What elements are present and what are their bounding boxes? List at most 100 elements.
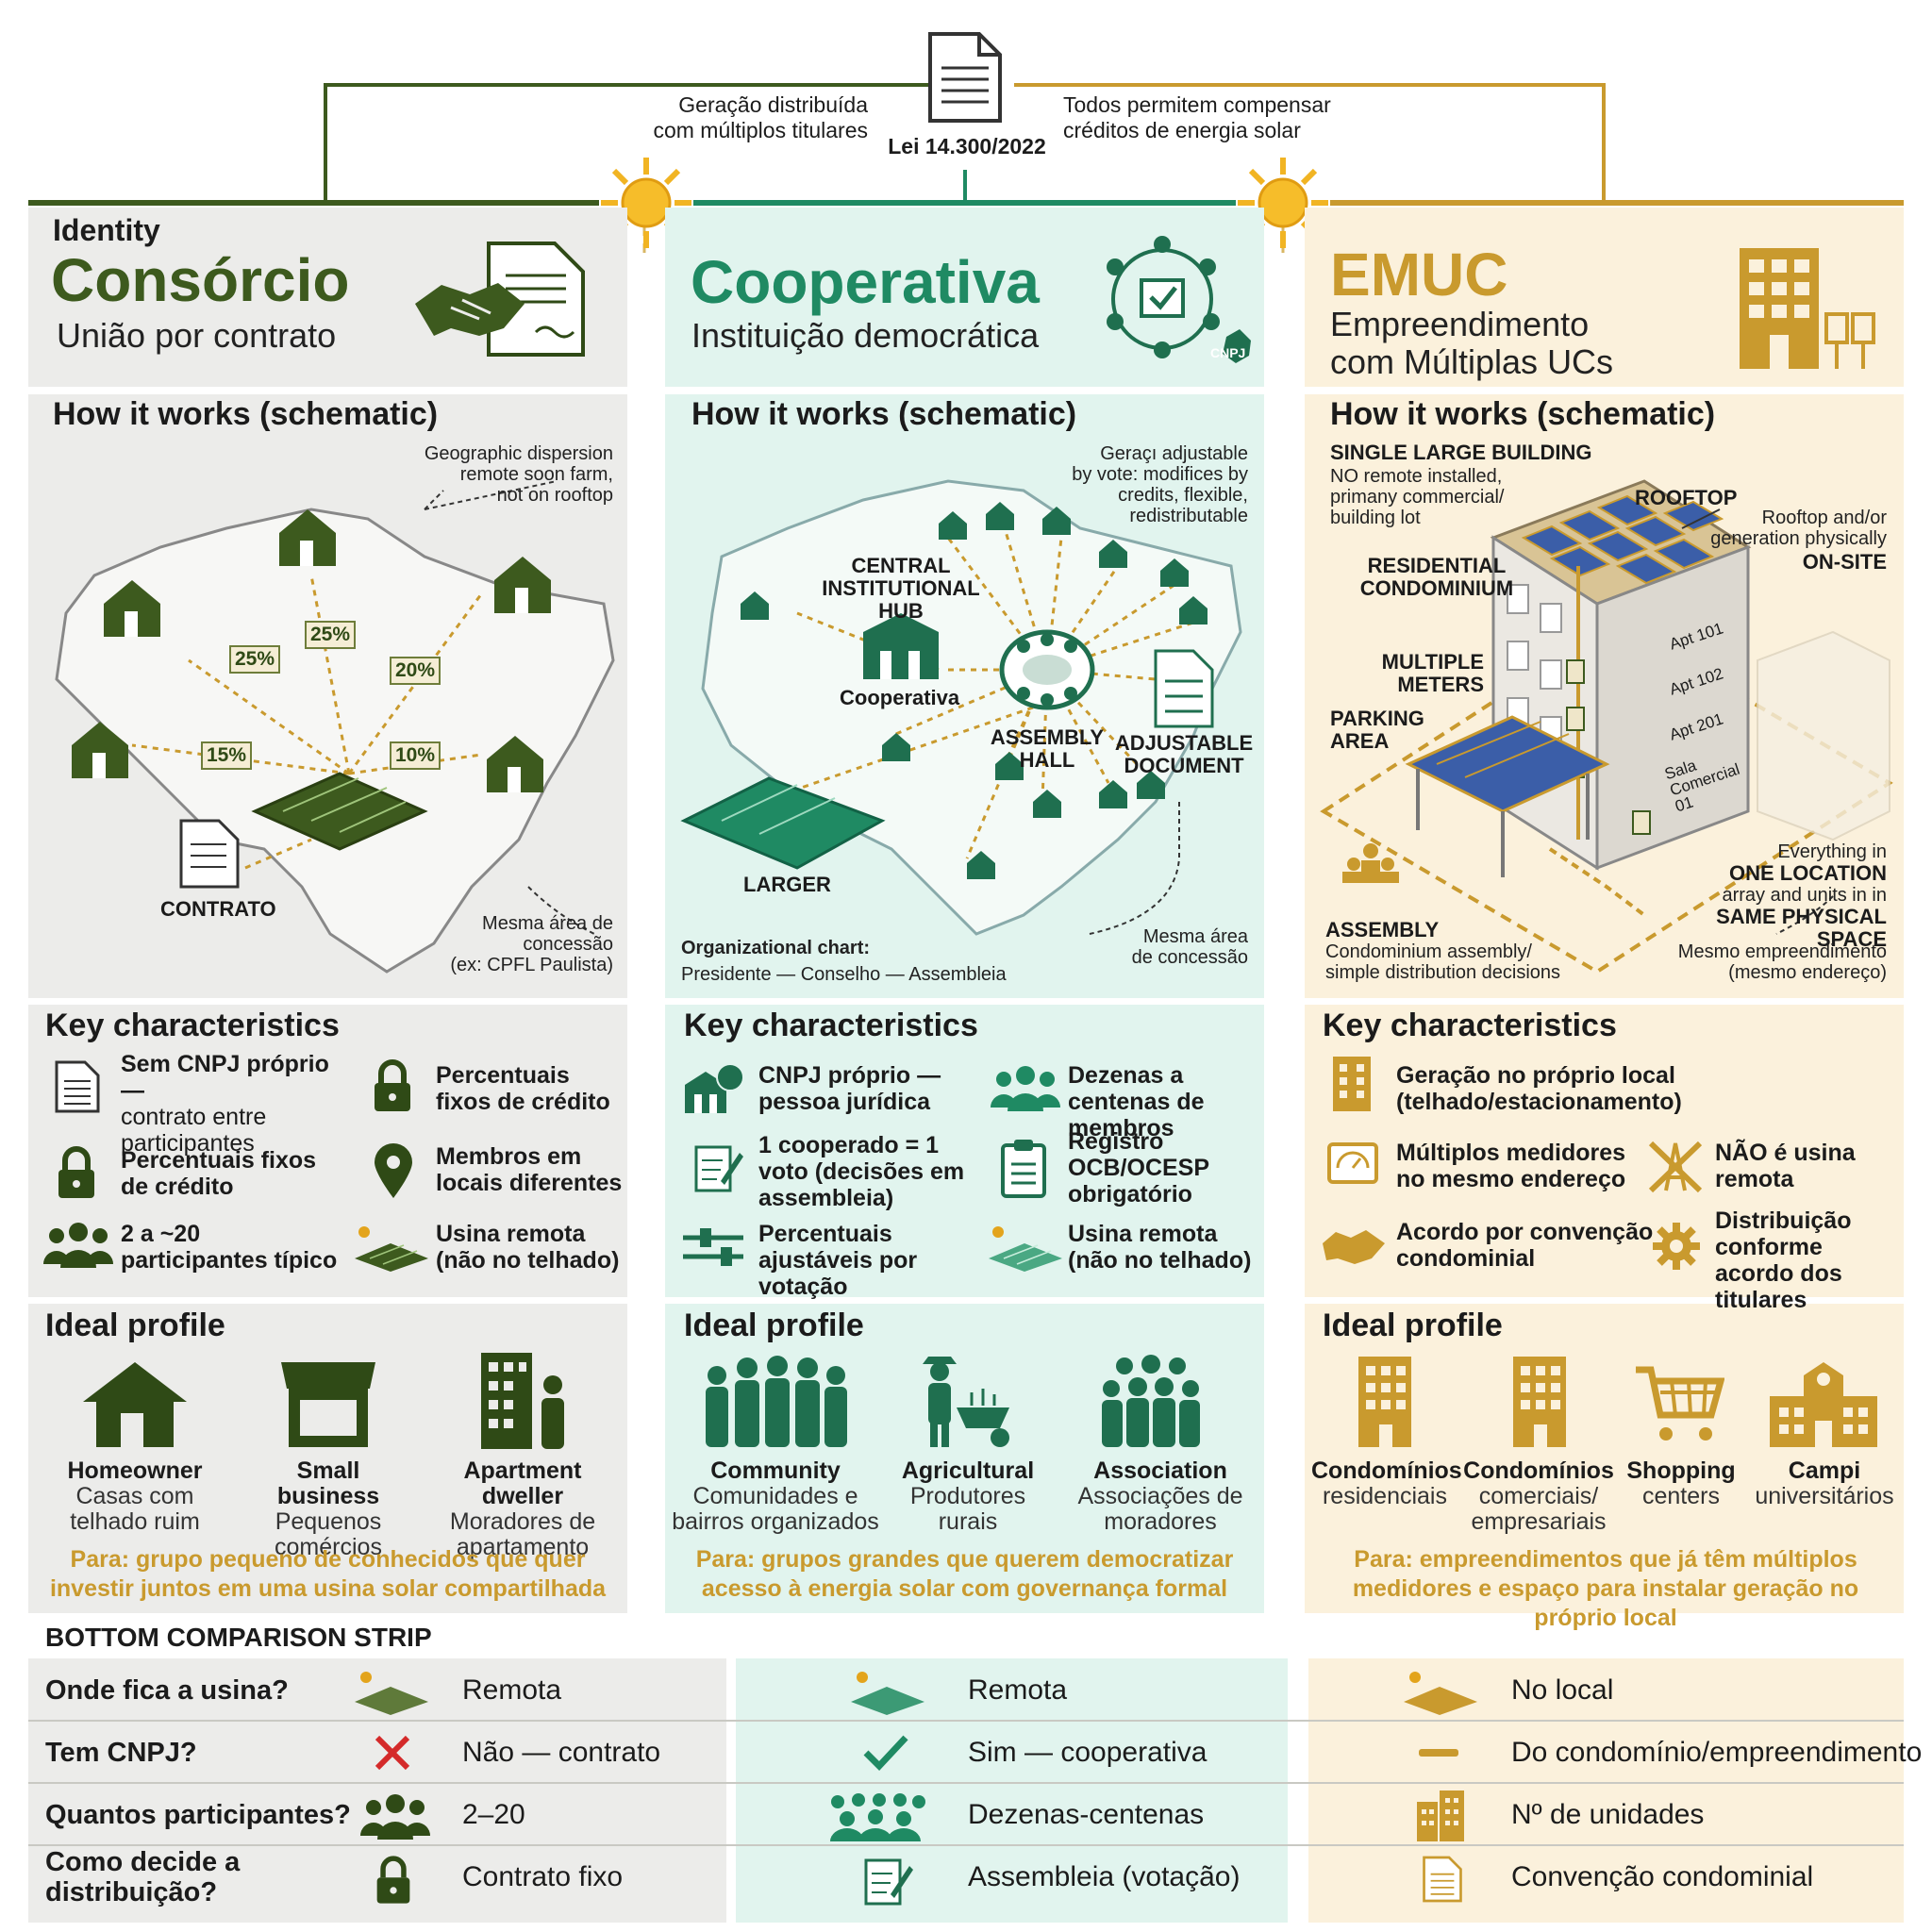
emuc-assembly-label: ASSEMBLY: [1325, 918, 1440, 941]
comparison-answer: Não — contrato: [462, 1737, 661, 1768]
cross-icon: [375, 1735, 410, 1771]
document-icon: [1423, 1856, 1462, 1903]
shop-icon: [281, 1362, 375, 1447]
consorcio-note-top: Geographic dispersion remote soon farm, …: [424, 443, 613, 506]
adjustable-document-label: ADJUSTABLE DOCUMENT: [1114, 731, 1254, 777]
key-item: 1 cooperado = 1 voto (decisões em assemb…: [758, 1132, 965, 1211]
comparison-title: BOTTOM COMPARISON STRIP: [45, 1623, 432, 1652]
residential-label: RESIDENTIAL CONDOMINIUM: [1359, 554, 1514, 600]
hub-label: CENTRAL INSTITUTIONAL HUB: [822, 554, 980, 623]
solar-farm-icon: [989, 1226, 1062, 1272]
document-icon: [55, 1060, 100, 1113]
comparison-question: Tem CNPJ?: [45, 1738, 197, 1768]
emuc-title: EMUC: [1330, 241, 1508, 308]
cooperativa-schematic: [680, 479, 1242, 936]
key-item: Acordo por convenção condominial: [1396, 1219, 1654, 1272]
key-item: NÃO é usina remota: [1715, 1140, 1856, 1192]
array-units-label: array and units in in: [1722, 885, 1887, 906]
comparison-question: Como decide a distribuição?: [45, 1847, 241, 1907]
comparison-answer: 2–20: [462, 1799, 525, 1830]
emuc-key-panel: [1305, 1005, 1904, 1297]
lock-icon: [376, 1856, 410, 1904]
same-space-label: SAME PHYSICAL SPACE: [1716, 905, 1887, 951]
location-pin-icon: [375, 1143, 412, 1198]
gear-icon: [1653, 1223, 1700, 1270]
top-left-note: Geração distribuída com múltiplos titula…: [653, 92, 868, 142]
building-cnpj-icon: [685, 1063, 744, 1113]
org-chart-title: Organizational chart:: [681, 938, 871, 958]
emuc-key-title: Key characteristics: [1323, 1008, 1617, 1043]
single-building-note: NO remote installed, primany commercial/…: [1330, 466, 1505, 528]
one-location-label: ONE LOCATION: [1728, 861, 1887, 885]
comparison-answer: Dezenas-centenas: [968, 1799, 1205, 1830]
sliders-icon: [683, 1228, 743, 1266]
cooperativa-title: Cooperativa: [691, 248, 1040, 316]
crowd-icon: [830, 1793, 925, 1841]
association-icon: [1102, 1355, 1200, 1447]
meter-icon: [1327, 1142, 1378, 1184]
law-label: Lei 14.300/2022: [888, 134, 1046, 158]
larger-label: LARGER: [743, 873, 831, 896]
consorcio-key-title: Key characteristics: [45, 1008, 340, 1043]
cooperativa-key-panel: [665, 1005, 1264, 1297]
cooperative-network-icon: [1107, 236, 1251, 363]
org-chart: Presidente — Conselho — Assembleia: [681, 964, 1007, 985]
key-item: Usina remota (não no telhado): [436, 1221, 620, 1274]
campus-icon: [1770, 1362, 1877, 1447]
comparison-answer: Convenção condominial: [1511, 1861, 1814, 1892]
key-item: 2 a ~20 participantes típico: [121, 1221, 338, 1274]
onsite-label: ON-SITE: [1802, 550, 1887, 574]
share-badge: 20%: [390, 657, 441, 685]
emuc-ideal-panel: [1305, 1304, 1904, 1613]
people-icon: [43, 1223, 113, 1268]
consorcio-note-bottom: Mesma área de concessão (ex: CPFL Paulis…: [450, 913, 613, 975]
comparison-question: Onde fica a usina?: [45, 1675, 289, 1706]
comparison-answer: Remota: [462, 1674, 562, 1706]
emuc-how-title: How it works (schematic): [1330, 396, 1716, 432]
consorcio-title: Consórcio: [51, 246, 350, 314]
key-item: Múltiplos medidores no mesmo endereço: [1396, 1140, 1626, 1192]
building-units-icon: [1417, 1790, 1464, 1841]
vote-edit-icon: [864, 1858, 913, 1906]
consorcio-para: Para: grupo pequeno de conhecidos que qu…: [49, 1546, 607, 1602]
cnpj-badge: CNPJ: [1210, 345, 1246, 360]
emuc-note-bottom: Mesmo empreendimento (mesmo endereço): [1677, 941, 1887, 983]
people-icon: [991, 1066, 1060, 1111]
lock-icon: [375, 1059, 410, 1111]
dash-icon: [1419, 1749, 1458, 1757]
parking-label: PARKING AREA: [1330, 707, 1424, 753]
key-item: Percentuais ajustáveis por votação: [758, 1221, 918, 1300]
assembly-hall-label: ASSEMBLY HALL: [990, 725, 1105, 772]
apartment-person-icon: [481, 1353, 564, 1449]
comparison-answer: Sim — cooperativa: [968, 1737, 1208, 1768]
emuc-para: Para: empreendimentos que já têm múltipl…: [1352, 1546, 1859, 1631]
key-item: Membros em locais diferentes: [436, 1143, 623, 1196]
farmer-icon: [923, 1357, 1009, 1447]
comparison-question: Quantos participantes?: [45, 1800, 351, 1830]
crossed-tower-icon: [1648, 1141, 1703, 1193]
key-item: Registro OCB/OCESP obrigatório: [1068, 1128, 1209, 1208]
consorcio-schematic: [55, 480, 615, 974]
key-item: Dezenas a centenas de membros: [1068, 1062, 1205, 1141]
everything-label: Everything in: [1777, 841, 1887, 862]
cooperativa-key-title: Key characteristics: [684, 1008, 978, 1043]
building-icon: [1333, 1057, 1371, 1111]
handshake-icon: [1323, 1230, 1385, 1264]
share-badge: 10%: [390, 741, 441, 770]
cooperativa-note-top: Geraçı adjustable by vote: modifices by …: [1072, 443, 1248, 526]
share-badge: 15%: [201, 741, 253, 770]
key-item: Distribuição conforme acordo dos titular…: [1715, 1208, 1852, 1313]
building-meters-icon: [1740, 248, 1875, 369]
emuc-ideal-title: Ideal profile: [1323, 1307, 1503, 1343]
handshake-contract-icon: [415, 242, 585, 357]
rooftop-note: Rooftop and/or generation physically: [1710, 508, 1887, 549]
comparison-answer: Nº de unidades: [1511, 1799, 1705, 1830]
cooperativa-label: Cooperativa: [840, 686, 960, 709]
cooperativa-ideal-panel: [665, 1304, 1264, 1613]
top-connector: [28, 83, 1904, 255]
